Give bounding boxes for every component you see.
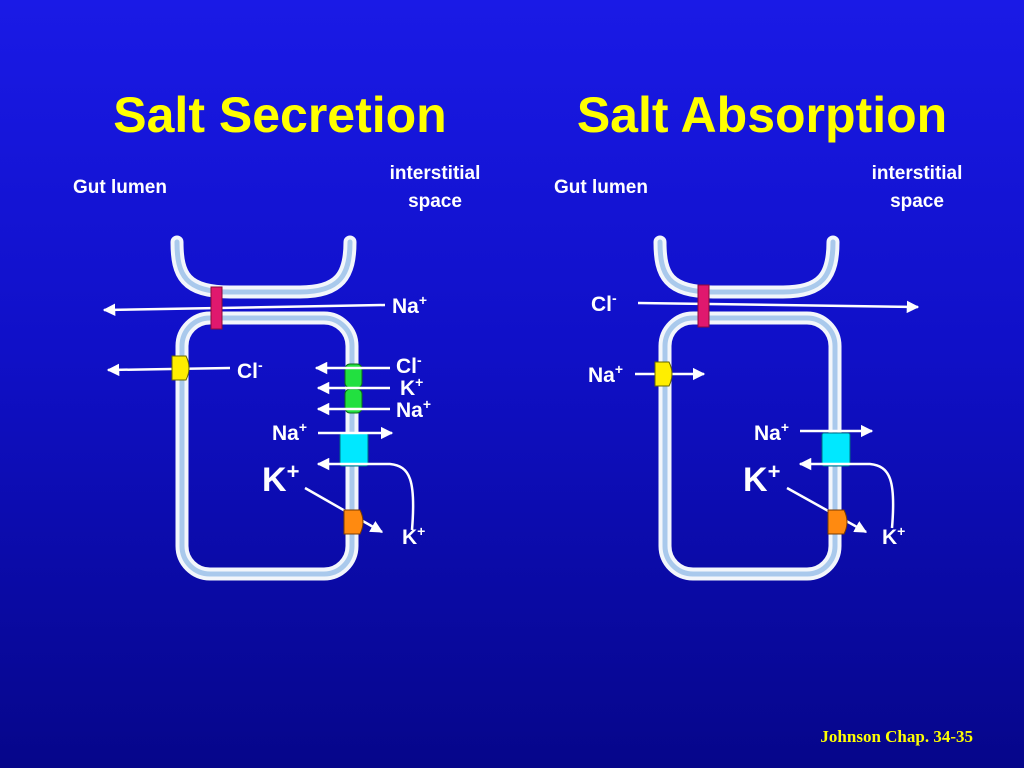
absorption-cell-k-label: K+: [743, 459, 780, 499]
secretion-cotransport-ion1-label: Cl-: [396, 352, 422, 378]
absorption-exit-k-label: K+: [882, 523, 905, 549]
secretion-cotransport-ion3-label: Na+: [396, 396, 431, 422]
secretion-pump-k-arrow: [316, 457, 415, 531]
absorption-title: Salt Absorption: [577, 87, 947, 143]
secretion-cl-exit-arrow: [106, 363, 231, 377]
absorption-interstitial-label-line2: space: [890, 191, 944, 212]
secretion-pump-na-label: Na+: [272, 419, 307, 445]
secretion-channel-ion-label: Cl-: [237, 357, 263, 383]
secretion-paracellular-arrow: [102, 303, 386, 317]
absorption-interstitial-label-line1: interstitial: [872, 163, 963, 184]
absorption-cell-membrane: [658, 311, 842, 581]
secretion-paracellular-ion-label: Na+: [392, 292, 427, 318]
secretion-interstitial-label-line2: space: [408, 191, 462, 212]
absorption-pump-na-label: Na+: [754, 419, 789, 445]
secretion-panel: Salt Secretion Gut lumen interstitial sp…: [73, 87, 481, 581]
secretion-cotransport-ion2-label: K+: [400, 374, 423, 400]
credit-text: Johnson Chap. 34-35: [820, 727, 973, 746]
secretion-cell-k-label: K+: [262, 459, 299, 499]
absorption-paracellular-ion-label: Cl-: [591, 290, 617, 316]
absorption-neighbor-membrane: [653, 235, 840, 299]
absorption-na-channel: [654, 361, 673, 387]
secretion-lumen-label: Gut lumen: [73, 177, 167, 198]
absorption-k-exit-arrow: [786, 486, 868, 534]
secretion-interstitial-label-line1: interstitial: [390, 163, 481, 184]
secretion-exit-k-label: K+: [402, 523, 425, 549]
secretion-cl-channel: [171, 355, 190, 381]
absorption-lumen-label: Gut lumen: [554, 177, 648, 198]
absorption-k-channel: [827, 509, 848, 535]
secretion-cell-membrane: [175, 311, 359, 581]
absorption-na-k-pump: [821, 432, 851, 467]
secretion-title: Salt Secretion: [113, 87, 446, 143]
absorption-tight-junction: [697, 284, 710, 328]
secretion-na-k-pump: [339, 432, 369, 467]
absorption-paracellular-arrow: [637, 300, 920, 314]
absorption-pump-k-arrow: [798, 457, 895, 529]
absorption-panel: Salt Absorption Gut lumen interstitial s…: [554, 87, 963, 581]
absorption-channel-ion-label: Na+: [588, 361, 623, 387]
secretion-k-channel: [343, 509, 364, 535]
secretion-tight-junction: [210, 286, 223, 330]
secretion-neighbor-membrane: [170, 235, 357, 299]
